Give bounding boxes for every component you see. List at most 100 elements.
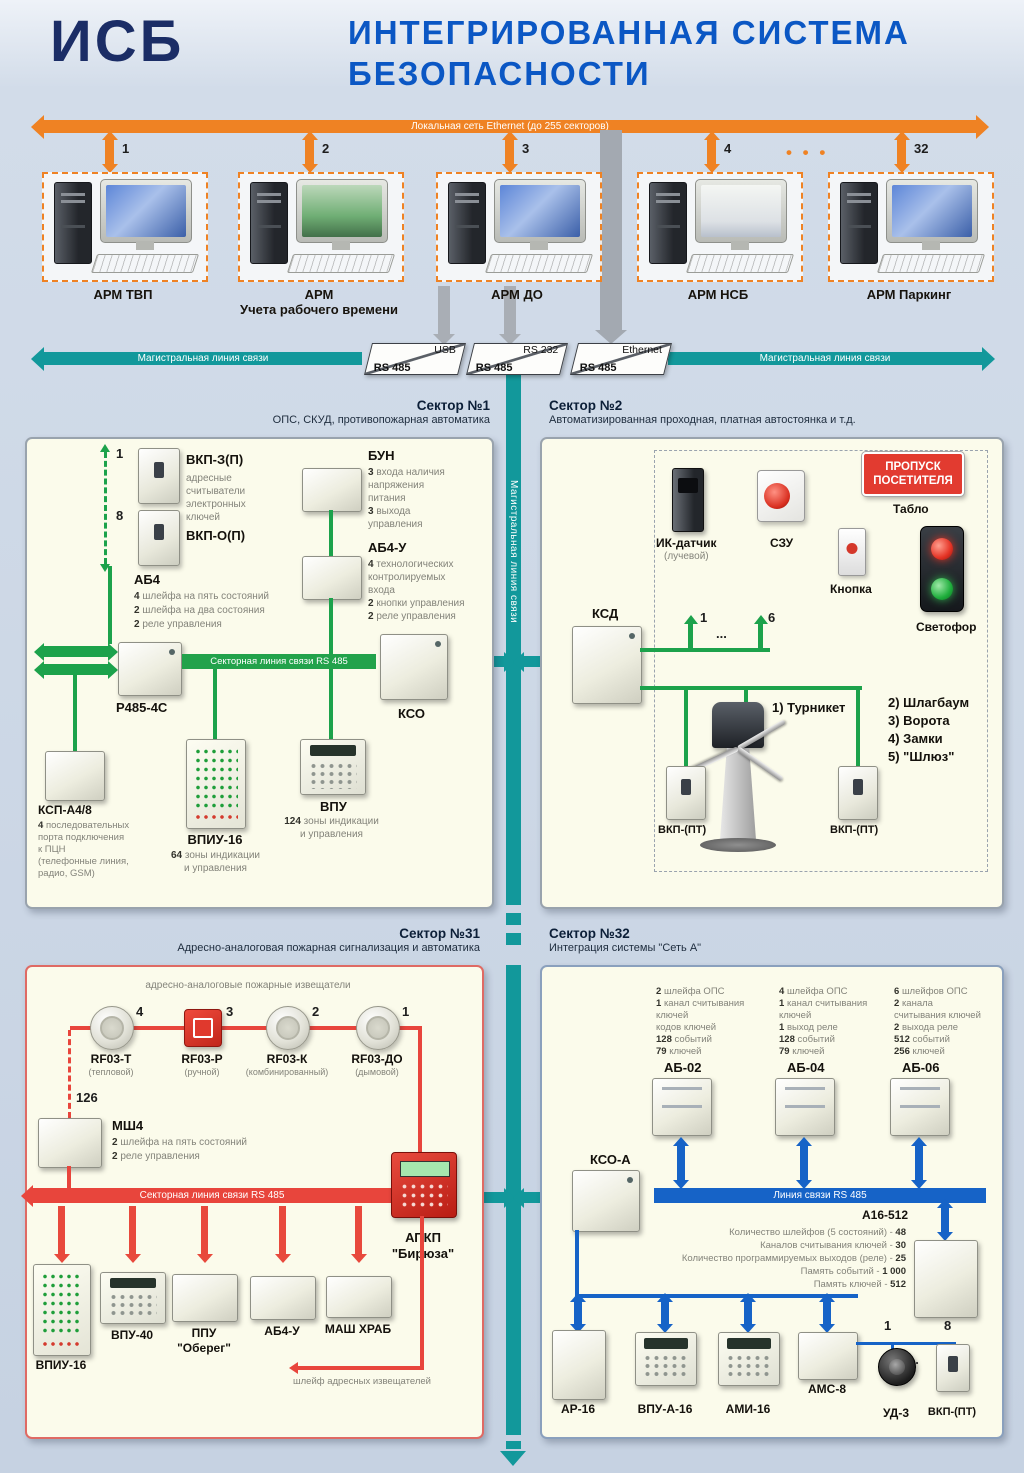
device-vpiu16-fire [33,1264,91,1356]
turnstile-base [700,838,776,852]
device-msh4 [38,1118,102,1168]
bus-arrow-blue [800,1146,808,1180]
ethernet-riser [600,130,622,330]
sector32-line-label: Линия связи RS 485 [773,1190,867,1201]
sector31-heading: Сектор №31 Адресно-аналоговая пожарная с… [25,926,480,954]
sector1-subtitle: ОПС, СКУД, противопожарная автоматика [272,414,490,426]
ws-label-tvp: АРМ ТВП [93,287,153,302]
converter-usb-rs485: USB RS 485 [364,343,466,375]
vpu-keys [643,1353,689,1380]
device-ab04 [775,1078,835,1136]
ethernet-drop-arrow-2 [305,140,314,164]
connector-green [744,686,748,704]
indicator-dot [629,633,635,639]
detector-num-1: 1 [402,1004,410,1019]
sector1-heading: Сектор №1 ОПС, СКУД, противопожарная авт… [25,398,490,426]
address-loop-line [420,1216,424,1370]
device-button [838,528,866,576]
detector-num-4: 4 [136,1004,144,1019]
reader-num-1: 1 [884,1318,892,1333]
label-vkp-o: ВКП-О(П) [186,528,246,543]
workstation-arm-tvp [42,172,208,282]
device-slots [900,1087,940,1108]
pass-line1: ПРОПУСК [885,461,941,473]
fire-loop-line [418,1026,422,1152]
sector1-title: Сектор №1 [416,398,490,413]
label-vpu: ВПУ [320,799,347,814]
reader-bus-dashed-line [104,452,107,564]
monitor-stand [922,241,940,250]
loop-count: 126 [76,1090,98,1105]
trunk-vertical-label: Магистральная линия связи [508,480,519,624]
sector2-dashed-zone [654,450,988,872]
detector-combined [266,1006,310,1050]
sub-rf03t: (тепловой) [88,1067,134,1077]
connector-blue [856,1342,956,1345]
label-ik-sub: (лучевой) [664,551,709,562]
ws-label-nsb: АРМ НСБ [687,287,749,302]
pc-monitor [100,179,192,243]
ws-label-parking: АРМ Паркинг [866,287,952,302]
label-vkp-pt-right: ВКП-(ПТ) [830,824,879,836]
device-ksp [45,751,105,801]
device-ab4u [302,556,362,600]
label-ab4u-fire: АБ4-У [264,1324,300,1338]
vpu-display [109,1278,157,1288]
page-title-line2: БЕЗОПАСНОСТИ [348,55,651,92]
label-rf03r: RF03-Р [181,1052,223,1066]
device-apkp [391,1152,457,1218]
pc-keyboard [90,254,200,273]
ethernet-drop-arrow-32 [897,140,906,164]
device-ams8 [798,1332,858,1380]
device-ud3-key-reader [878,1348,916,1386]
workstation-arm-uchet [238,172,404,282]
ws-number-4: 4 [724,141,732,156]
arrowhead-up [100,444,110,452]
external-line-arrow-2 [44,664,108,675]
trunk-dash-2 [506,933,521,945]
pass-line2: ПОСЕТИТЕЛЯ [873,475,953,487]
vpu-display [727,1338,771,1349]
sector32-heading: Сектор №32 Интеграция системы "Сеть А" [549,926,994,954]
branch-arrow-red [355,1206,362,1254]
label-ksd: КСД [592,606,619,621]
connector-blue [891,1342,894,1350]
workstation-arm-parking [828,172,994,282]
pc-screen [892,185,972,237]
device-slots [662,1087,702,1108]
device-ab4u-fire [250,1276,316,1320]
label-r485: Р485-4С [116,700,168,715]
trunk-dash-1 [506,913,521,925]
device-vpu40 [100,1272,166,1324]
converter-bottom-label: RS 485 [373,362,411,374]
connector-green [329,669,333,739]
sector31-title: Сектор №31 [399,926,480,941]
reader-count-last: 8 [116,508,124,523]
label-ab4u: АБ4-У [368,540,407,555]
label-ab4: АБ4 [134,572,160,587]
connector-green [640,648,770,652]
address-loop-label: шлейф адресных извещателей [293,1376,431,1387]
trunk-end-arrow [500,1451,526,1466]
sector2-title: Сектор №2 [549,398,623,413]
ws-label-do: АРМ ДО [491,287,543,302]
output-num-last: 6 [768,610,776,625]
label-ab04: АБ-04 [787,1060,825,1075]
pc-monitor [886,179,978,243]
ws-number-1: 1 [122,141,130,156]
label-msh4: МШ4 [112,1118,144,1133]
reader-num-8: 8 [944,1318,952,1333]
device-ar16 [552,1330,606,1400]
device-ami16 [718,1332,780,1386]
pc-tower [250,182,288,264]
trunk-bar-right-label: Магистральная линия связи [759,353,891,364]
output-ellipsis: ... [716,626,727,641]
